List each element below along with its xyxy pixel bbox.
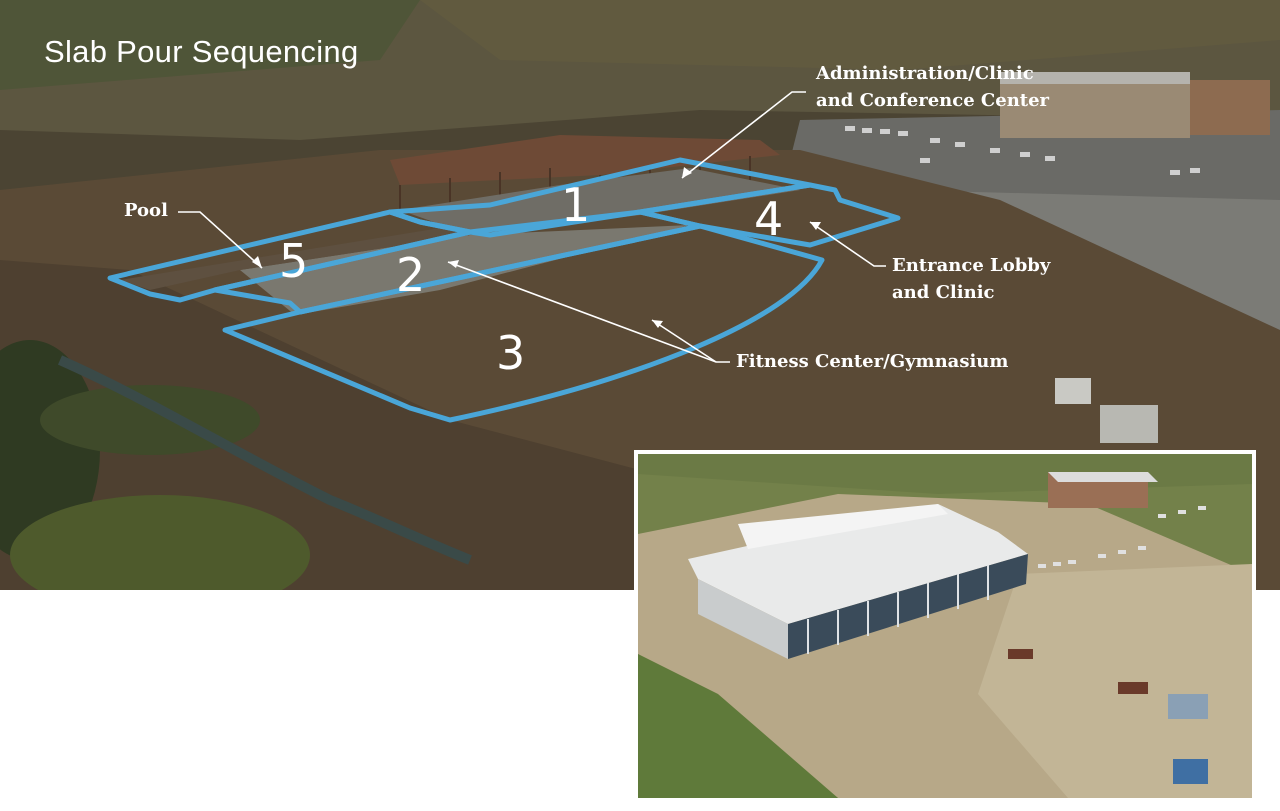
zone-number-3: 3: [496, 326, 526, 380]
admin-label: Administration/Clinic and Conference Cen…: [816, 60, 1049, 114]
zone-number-5: 5: [279, 234, 309, 288]
admin-label-line1: Administration/Clinic: [816, 63, 1034, 84]
aerial-construction-photo: [0, 0, 1280, 590]
admin-label-line2: and Conference Center: [816, 90, 1050, 111]
page-title: Slab Pour Sequencing: [44, 34, 359, 69]
pool-leader: [178, 211, 263, 269]
callout-leader-lines: [178, 91, 886, 363]
fitness-label: Fitness Center/Gymnasium: [736, 351, 1009, 372]
zone-number-1: 1: [561, 178, 591, 232]
pool-label: Pool: [124, 200, 168, 221]
slab-zone-outlines: [107, 157, 901, 423]
zone-5-outline: [107, 209, 473, 303]
admin-leader: [681, 91, 806, 179]
inset-aerial-illustration: [638, 454, 1252, 798]
inset-completed-building-photo: [634, 450, 1256, 802]
admin-building: [1000, 80, 1190, 138]
zone-3-outline: [222, 223, 825, 423]
zone-number-4: 4: [754, 192, 784, 246]
entrance-label-line2: and Clinic: [892, 282, 995, 303]
entrance-leader: [809, 221, 886, 267]
fitness-leader-b: [651, 319, 717, 363]
zone-number-2: 2: [396, 248, 426, 302]
entrance-label-line1: Entrance Lobby: [892, 255, 1051, 276]
entrance-label: Entrance Lobby and Clinic: [892, 252, 1050, 306]
